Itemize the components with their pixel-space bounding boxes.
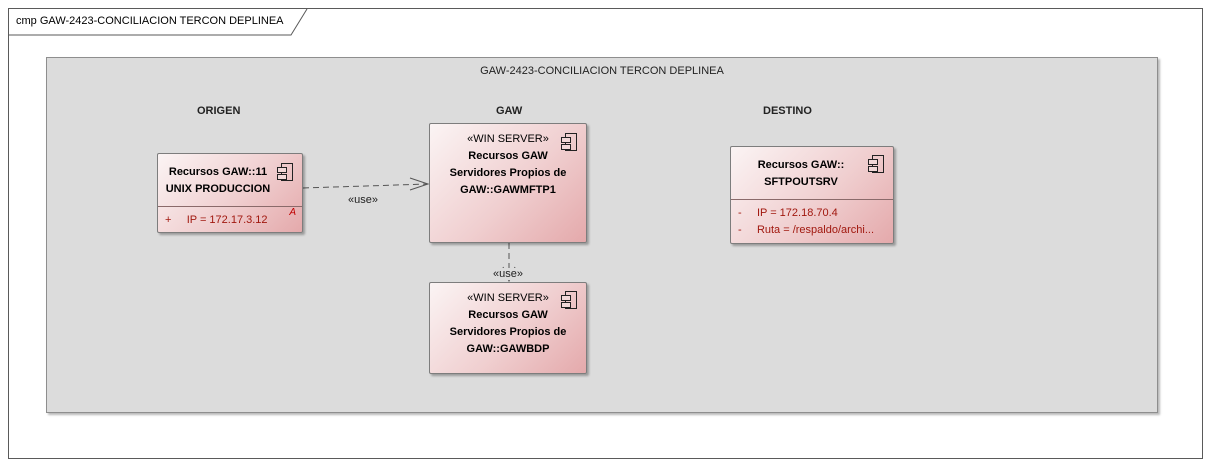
component-name-line1: Recursos GAW [468,309,548,321]
relation-unix-to-gawmftp1[interactable] [302,177,430,191]
abstract-marker: A [289,207,296,218]
component-name-line1: Recursos GAW:: [757,159,845,171]
component-stereotype: «WIN SERVER» [467,133,549,145]
component-name-line2: UNIX PRODUCCION [165,183,271,195]
component-name-line2: SFTPOUTSRV [764,176,838,188]
compartment-divider [731,199,893,200]
component-gawmftp1[interactable]: «WIN SERVER» Recursos GAW Servidores Pro… [429,123,587,243]
component-name-line1: Recursos GAW::11 [168,166,268,178]
lane-label-origen: ORIGEN [197,105,241,117]
component-gawbdp[interactable]: «WIN SERVER» Recursos GAW Servidores Pro… [429,282,587,374]
component-name-line3: GAW::GAWMFTP1 [460,184,556,196]
component-stereotype: «WIN SERVER» [467,292,549,304]
attribute-ip[interactable]: + IP = 172.17.3.12 [165,214,268,226]
component-icon [561,291,577,309]
component-icon [561,133,577,151]
component-name-line2: Servidores Propios de [449,167,567,179]
component-name-line3: GAW::GAWBDP [466,343,550,355]
frame-title: cmp GAW-2423-CONCILIACION TERCON DEPLINE… [16,15,284,27]
component-sftpoutsrv[interactable]: Recursos GAW:: SFTPOUTSRV - IP = 172.18.… [730,146,894,244]
package-gaw-2423[interactable]: GAW-2423-CONCILIACION TERCON DEPLINEA [46,57,1158,413]
component-name-line2: Servidores Propios de [449,326,567,338]
component-unix-produccion[interactable]: Recursos GAW::11 UNIX PRODUCCION A + IP … [157,153,303,233]
attribute-ruta[interactable]: - Ruta = /respaldo/archi... [738,224,875,236]
lane-label-destino: DESTINO [763,105,812,117]
component-icon [868,155,884,173]
compartment-divider [158,206,302,207]
attribute-ip[interactable]: - IP = 172.18.70.4 [738,207,838,219]
component-icon [277,163,293,181]
lane-label-gaw: GAW [496,105,523,117]
relation-label-mftp1-bdp: «use» [492,268,524,280]
component-name-line1: Recursos GAW [468,150,548,162]
package-title: GAW-2423-CONCILIACION TERCON DEPLINEA [480,65,724,77]
relation-label-unix-mftp1: «use» [348,194,378,206]
frame-tab [9,9,308,36]
